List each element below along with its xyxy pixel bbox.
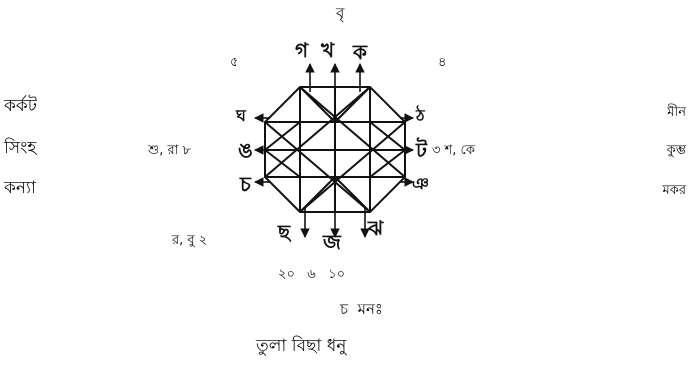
planet-note-left: শু, রা ৮ [148,143,191,158]
letter-top-left: গ [295,38,309,62]
letter-right-bot: ঞ [412,174,429,193]
planet-note-right: ৩ শ, কে [432,143,475,158]
sign-right-3: মকর [662,183,686,198]
octagon-grid [264,86,406,213]
sign-left-2: সিংহ [4,138,37,158]
top-label: বৃ [336,4,345,22]
letter-bottom-right: ঝ [368,216,384,240]
direction-arrows [254,63,414,238]
letter-bottom-mid: জ [323,230,341,254]
bottom-signs: তুলা বিছা ধনু [256,336,347,356]
sign-right-2: কুম্ভ [666,143,686,158]
letter-right-mid: ট [416,138,427,162]
sign-right-1: মীন [667,105,686,120]
letter-bottom-left: ছ [278,220,291,244]
letter-left-bot: চ [240,172,251,196]
sign-left-1: কর্কট [4,96,38,116]
letter-left-top: ঘ [236,106,246,125]
letter-top-right: ক [353,40,367,64]
letter-right-top: ঠ [416,106,425,125]
letter-left-mid: ঙ [238,138,253,162]
letter-top-mid: খ [321,38,335,62]
sign-left-3: কন্যা [4,178,36,198]
bottom-note: চ মনঃ [340,300,383,318]
number-top-left: ৫ [230,55,239,70]
planet-note-bottom-left: র, বু ২ [172,233,208,248]
number-top-right: ৪ [438,55,447,70]
bottom-numbers: ২০ ৬ ১০ [278,267,346,282]
